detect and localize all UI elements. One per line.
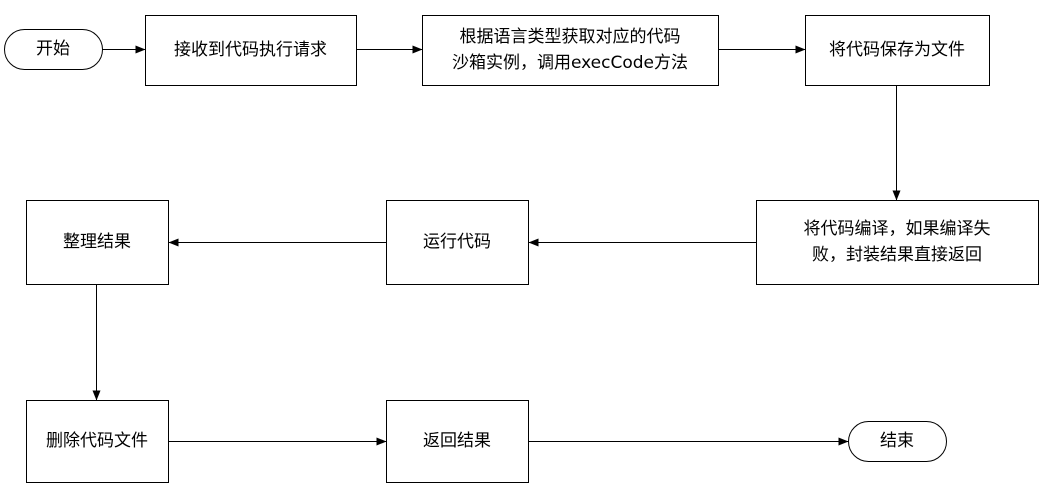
edges <box>92 45 901 446</box>
node-label: 结束 <box>880 431 914 451</box>
node-label: 删除代码文件 <box>46 431 148 451</box>
node-label: 整理结果 <box>63 232 131 252</box>
process-box <box>422 15 719 86</box>
node-start: 开始 <box>4 29 103 70</box>
process-box <box>386 200 529 285</box>
node-label: 运行代码 <box>423 232 491 252</box>
node-end: 结束 <box>848 421 947 462</box>
process-box <box>386 400 529 483</box>
nodes: 开始 接收到代码执行请求 根据语言类型获取对应的代码沙箱实例，调用execCode方… <box>4 15 1039 483</box>
node-delete-file: 删除代码文件 <box>26 400 169 483</box>
node-label: 接收到代码执行请求 <box>174 40 327 60</box>
node-organize: 整理结果 <box>26 200 169 285</box>
node-label: 沙箱实例，调用execCode方法 <box>452 53 688 73</box>
node-run: 运行代码 <box>386 200 529 285</box>
terminal-shape <box>848 421 947 462</box>
node-label: 返回结果 <box>423 431 491 451</box>
process-box <box>756 200 1039 285</box>
process-box <box>145 15 357 86</box>
node-return-result: 返回结果 <box>386 400 529 483</box>
process-box <box>26 200 169 285</box>
node-receive: 接收到代码执行请求 <box>145 15 357 86</box>
node-label: 败，封装结果直接返回 <box>812 245 982 265</box>
node-save-file: 将代码保存为文件 <box>805 15 990 86</box>
node-label: 根据语言类型获取对应的代码 <box>460 27 681 47</box>
node-label: 将代码编译，如果编译失 <box>804 219 991 239</box>
node-label: 开始 <box>36 39 70 59</box>
terminal-shape <box>4 29 103 70</box>
process-box <box>26 400 169 483</box>
node-label: 将代码保存为文件 <box>829 40 965 60</box>
process-box <box>805 15 990 86</box>
